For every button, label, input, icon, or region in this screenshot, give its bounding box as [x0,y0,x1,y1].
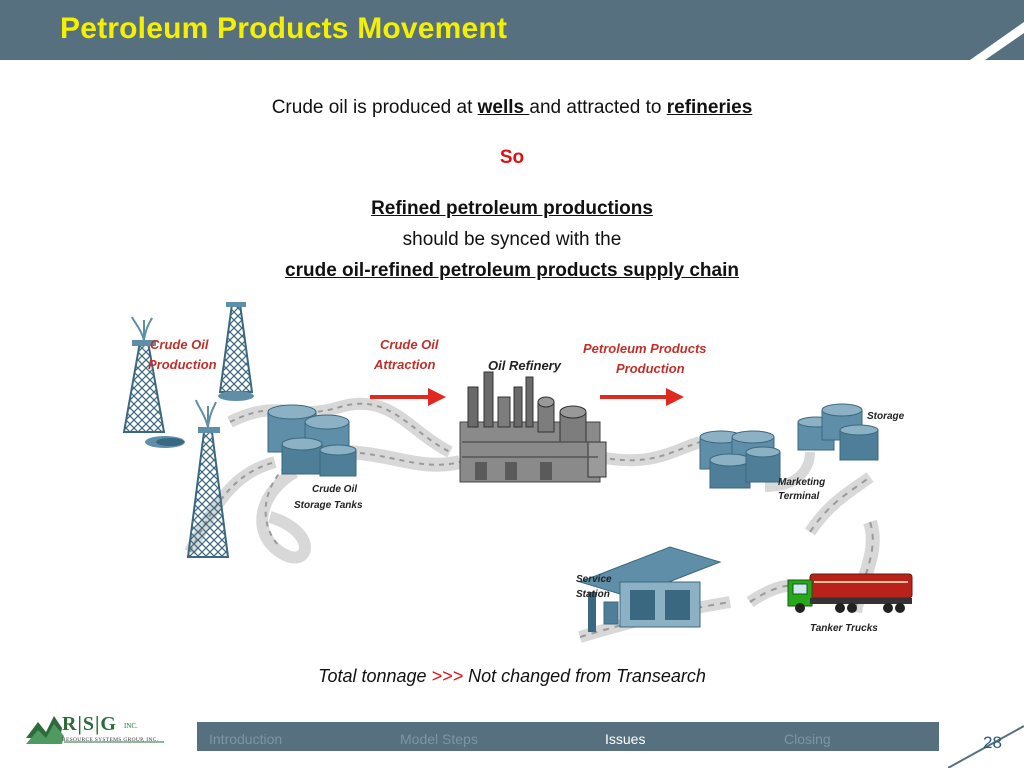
rsg-logo-mark [26,716,164,744]
label-petroleum-products-2: Production [616,361,685,376]
label-marketing-terminal-2: Terminal [778,491,820,502]
storage-tanks [797,403,879,461]
pipeline-2 [256,466,311,564]
oil-derrick-2 [218,302,254,401]
refined-heading: Refined petroleum productions [371,198,653,219]
crude-oil-storage-tanks [267,404,357,477]
tanker-truck [787,573,913,613]
label-tanker-trucks: Tanker Trucks [810,623,878,634]
marketing-terminal-tanks [699,430,781,489]
page-corner-decoration [948,725,1024,768]
synced-text: should be synced with the [402,229,622,250]
label-storage: Storage [867,411,905,422]
header-bar: Petroleum Products Movement [0,0,1024,60]
logo-letters: R|S|G [62,713,117,735]
crude-oil-attraction-arrow [370,388,446,406]
nav-item-introduction[interactable]: Introduction [209,731,283,747]
label-crude-oil-attraction-1: Crude Oil [380,337,439,352]
nav-item-model-steps[interactable]: Model Steps [400,731,478,747]
logo-inc: INC. [124,722,138,730]
tonnage-suffix: Not changed from Transearch [463,666,706,686]
logo-subtitle: RESOURCE SYSTEMS GROUP, INC. [62,737,159,743]
label-crude-oil-production-1: Crude Oil [150,337,209,352]
nav-item-closing[interactable]: Closing [784,731,831,747]
tonnage-prefix: Total tonnage [318,666,432,686]
so-text: So [499,147,525,168]
label-oil-refinery: Oil Refinery [488,358,562,373]
supply-chain-diagram: Crude Oil Production Crude Oil Attractio… [122,302,913,643]
petroleum-products-arrow [600,388,684,406]
label-service-station-2: Station [576,589,610,600]
label-crude-oil-production-2: Production [148,357,217,372]
supply-chain-heading: crude oil-refined petroleum products sup… [285,260,739,281]
label-service-station-1: Service [576,574,612,585]
label-crude-oil-attraction-2: Attraction [373,357,435,372]
label-storage-tanks-2: Storage Tanks [294,500,363,511]
label-marketing-terminal-1: Marketing [778,477,825,488]
intro-mid: and attracted to [529,97,667,118]
tonnage-arrows: >>> [431,666,464,686]
wells-term: wells [477,97,530,118]
oil-derrick-3 [156,399,230,558]
label-petroleum-products-1: Petroleum Products [583,341,707,356]
service-station [578,546,722,632]
label-storage-tanks-1: Crude Oil [312,484,357,495]
page-number: 28 [983,733,1002,752]
intro-line-1: Crude oil is produced at wells and attra… [0,97,1024,119]
tonnage-note: Total tonnage >>> Not changed from Trans… [0,666,1024,687]
nav-item-issues[interactable]: Issues [605,731,646,747]
header-background [0,0,1024,60]
refineries-term: refineries [666,97,753,118]
section-nav-bar: Introduction Model Steps Issues Closing [197,722,939,751]
oil-refinery [459,371,607,483]
page-title: Petroleum Products Movement [60,12,508,45]
intro-prefix: Crude oil is produced at [271,97,478,118]
